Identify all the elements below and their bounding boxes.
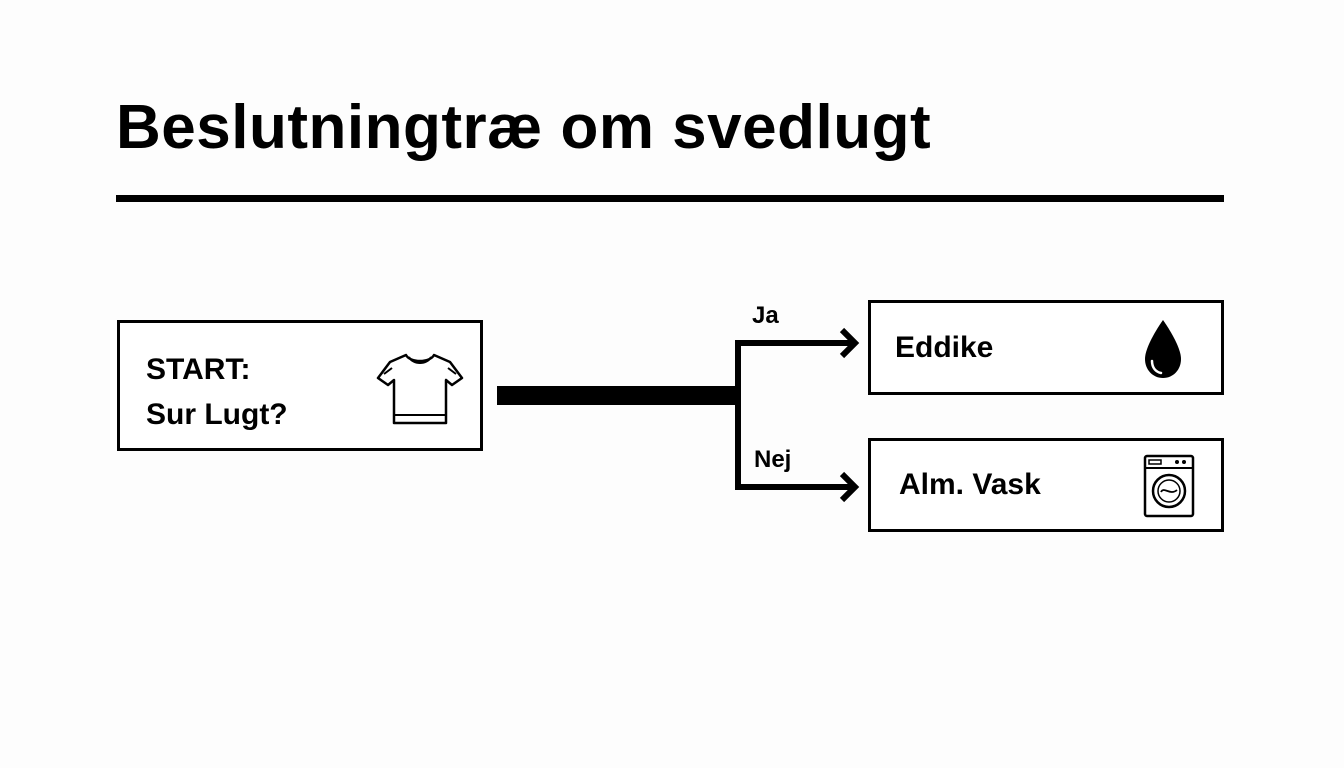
tshirt-icon [376,353,464,425]
water-drop-icon [1145,320,1181,378]
washing-machine-icon [1143,454,1195,518]
start-node-text: START: Sur Lugt? [146,347,288,437]
branch-label-yes: Ja [752,302,779,329]
result-node-no: Alm. Vask [868,438,1224,532]
start-node: START: Sur Lugt? [117,320,483,451]
no-arrowhead [839,471,860,503]
result-label-no: Alm. Vask [899,468,1041,501]
yes-arrowhead [839,327,860,359]
start-node-question: Sur Lugt? [146,398,288,431]
start-node-title: START: [146,353,251,386]
start-connector-bar [497,386,739,405]
title-divider [116,195,1224,202]
result-node-yes: Eddike [868,300,1224,395]
result-label-yes: Eddike [895,330,994,364]
page-title: Beslutningtræ om svedlugt [116,93,932,162]
branch-label-no: Nej [754,446,792,473]
